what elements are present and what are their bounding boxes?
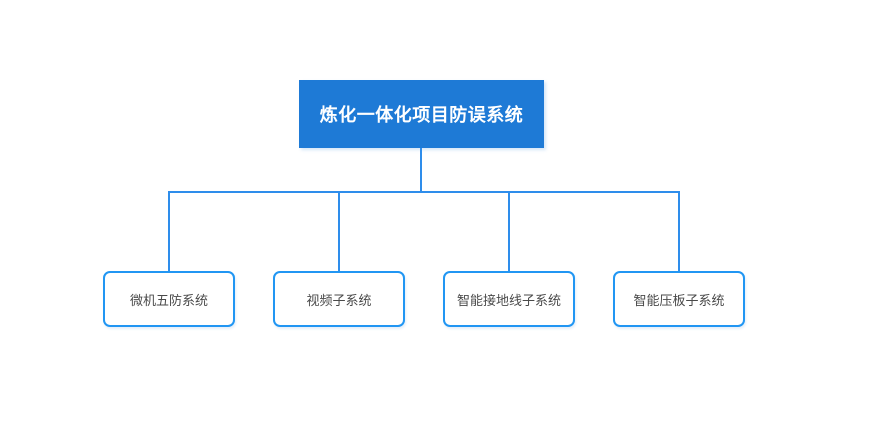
connector-horizontal-rail — [168, 191, 680, 193]
connector-drop-2 — [338, 192, 340, 271]
child-node-microcomputer-five-prevention[interactable]: 微机五防系统 — [103, 271, 235, 327]
child-node-label: 视频子系统 — [306, 292, 372, 308]
connector-drop-1 — [168, 192, 170, 271]
root-node-label: 炼化一体化项目防误系统 — [319, 105, 524, 125]
connector-root-stub — [420, 148, 422, 192]
child-node-label: 智能接地线子系统 — [456, 292, 561, 308]
root-node[interactable]: 炼化一体化项目防误系统 — [299, 80, 544, 148]
connector-drop-3 — [508, 192, 510, 271]
child-node-label: 微机五防系统 — [129, 292, 208, 308]
child-node-smart-pressure-plate-subsystem[interactable]: 智能压板子系统 — [613, 271, 745, 327]
child-node-video-subsystem[interactable]: 视频子系统 — [273, 271, 405, 327]
connector-drop-4 — [678, 192, 680, 271]
child-node-label: 智能压板子系统 — [633, 292, 725, 308]
child-node-smart-grounding-wire-subsystem[interactable]: 智能接地线子系统 — [443, 271, 575, 327]
